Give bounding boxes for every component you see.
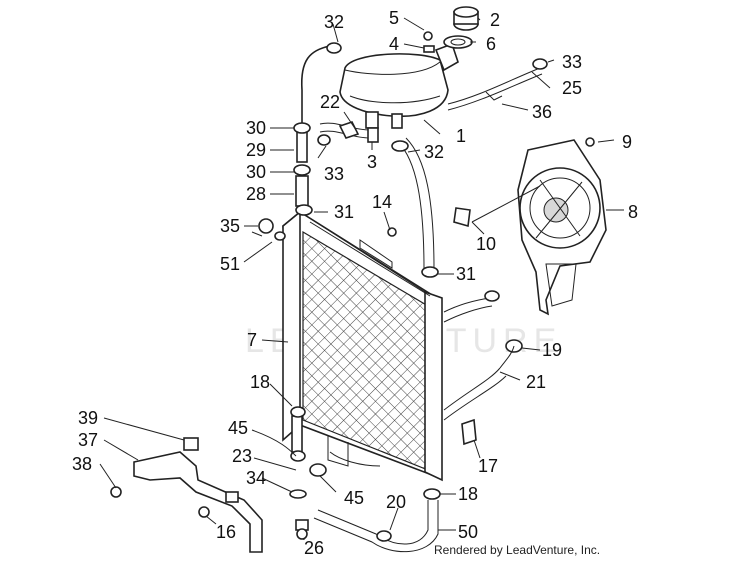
hose-clamp-33b[interactable] <box>317 134 331 146</box>
label-5: 5 <box>389 8 399 28</box>
side-hose[interactable] <box>443 297 491 313</box>
label-33-right: 33 <box>562 52 582 72</box>
label-32-right: 32 <box>424 142 444 162</box>
hose-clamp-side[interactable] <box>484 290 500 302</box>
hose-clamp-32b[interactable] <box>391 140 409 152</box>
label-18-left: 18 <box>250 372 270 392</box>
label-6: 6 <box>486 34 496 54</box>
radiator[interactable] <box>282 210 443 482</box>
hose-29[interactable] <box>296 129 308 163</box>
label-28: 28 <box>246 184 266 204</box>
fitting-3[interactable] <box>367 127 379 143</box>
credit-text: Rendered by LeadVenture, Inc. <box>434 543 600 557</box>
radiator-cap[interactable] <box>453 6 479 31</box>
bolt-38[interactable] <box>110 486 122 498</box>
cooling-fan[interactable] <box>517 139 607 316</box>
part-labels: 32 5 4 2 6 33 25 36 22 1 30 29 30 28 3 3… <box>72 8 638 558</box>
clip-10[interactable] <box>453 207 471 228</box>
hose-clamp-45a[interactable] <box>290 450 306 462</box>
label-32-top: 32 <box>324 12 344 32</box>
label-18-right: 18 <box>458 484 478 504</box>
label-39: 39 <box>78 408 98 428</box>
hose-21[interactable] <box>443 367 501 411</box>
label-8: 8 <box>628 202 638 222</box>
label-45-upper: 45 <box>228 418 248 438</box>
bracket-17[interactable] <box>461 418 477 446</box>
tank-screw[interactable] <box>423 31 435 53</box>
label-31-lower: 31 <box>456 264 476 284</box>
screw-14[interactable] <box>387 227 397 237</box>
label-33-left: 33 <box>324 164 344 184</box>
label-51: 51 <box>220 254 240 274</box>
lower-hose[interactable] <box>317 500 429 545</box>
fitting-23[interactable] <box>309 463 327 477</box>
cap-gasket[interactable] <box>443 35 473 49</box>
label-36: 36 <box>532 102 552 122</box>
label-20: 20 <box>386 492 406 512</box>
label-4: 4 <box>389 34 399 54</box>
mounting-bracket[interactable] <box>133 437 263 553</box>
label-23: 23 <box>232 446 252 466</box>
overflow-hose[interactable] <box>300 45 331 128</box>
bushing-51[interactable] <box>274 231 286 241</box>
label-2: 2 <box>490 10 500 30</box>
drain-hose[interactable] <box>291 415 303 453</box>
hose-clamp-18a[interactable] <box>290 406 306 418</box>
label-35: 35 <box>220 216 240 236</box>
hose-clamp-20[interactable] <box>376 530 392 542</box>
bolt-16[interactable] <box>198 506 210 518</box>
fan-screw-9[interactable] <box>585 137 595 147</box>
hose-clamp-33a[interactable] <box>532 58 548 70</box>
label-3: 3 <box>367 152 377 172</box>
label-14: 14 <box>372 192 392 212</box>
label-30-lower: 30 <box>246 162 266 182</box>
label-22: 22 <box>320 92 340 112</box>
label-50: 50 <box>458 522 478 542</box>
label-45-lower: 45 <box>344 488 364 508</box>
label-16: 16 <box>216 522 236 542</box>
label-31-upper: 31 <box>334 202 354 222</box>
label-30-upper: 30 <box>246 118 266 138</box>
hose-clamp-30a[interactable] <box>293 122 311 134</box>
label-17: 17 <box>478 456 498 476</box>
label-1: 1 <box>456 126 466 146</box>
hose-clamp-31b[interactable] <box>421 266 439 278</box>
label-10: 10 <box>476 234 496 254</box>
label-34: 34 <box>246 468 266 488</box>
sensor-26[interactable] <box>295 519 309 540</box>
hose-clamp-32a[interactable] <box>326 42 342 54</box>
label-7: 7 <box>247 330 257 350</box>
label-9: 9 <box>622 132 632 152</box>
breather-hose[interactable] <box>447 67 541 105</box>
leader-lines <box>99 17 624 540</box>
expansion-tank[interactable] <box>339 42 459 129</box>
hose-clamp-30b[interactable] <box>293 164 311 176</box>
label-19: 19 <box>542 340 562 360</box>
label-26: 26 <box>304 538 324 558</box>
grommet-35[interactable] <box>258 218 274 234</box>
label-29: 29 <box>246 140 266 160</box>
hose-clamp-18b[interactable] <box>423 488 441 500</box>
clip-36[interactable] <box>485 91 503 101</box>
label-37: 37 <box>78 430 98 450</box>
o-ring-34[interactable] <box>289 489 307 499</box>
label-25: 25 <box>562 78 582 98</box>
hose-28[interactable] <box>295 175 309 207</box>
label-38: 38 <box>72 454 92 474</box>
hose-clamp-31a[interactable] <box>295 204 313 216</box>
label-21: 21 <box>526 372 546 392</box>
